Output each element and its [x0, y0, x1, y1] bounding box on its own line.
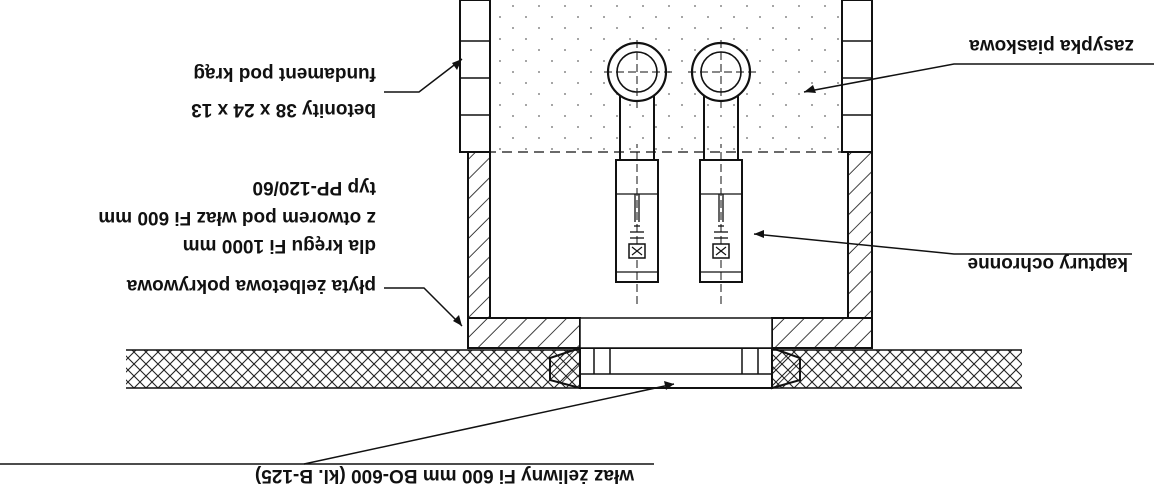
label-fundament: fundament pod krąg — [193, 63, 376, 84]
label-zasypka: zasypka piaskowa — [969, 35, 1134, 56]
leader-lines — [0, 58, 1154, 465]
shaft-walls — [467, 151, 873, 319]
sand-backfill — [490, 0, 848, 153]
leader-plyta — [384, 287, 463, 327]
label-betonity: betonity 38 x 24 x 13 — [191, 99, 376, 120]
label-plyta-3: z otworem pod właz Fi 600 mm — [98, 207, 376, 228]
leader-wlaz-arrow — [303, 383, 675, 465]
label-kaptury: kaptury ochronne — [968, 253, 1128, 274]
cover-slab — [467, 317, 873, 349]
leader-arrowheads — [452, 59, 816, 390]
protective-cap-left — [686, 36, 756, 304]
leader-zasypka — [803, 63, 1154, 93]
manhole-hatch — [549, 346, 801, 390]
label-wlaz: właz żeliwny Fi 600 mm BO-600 (kl. B-125… — [255, 465, 635, 484]
label-plyta-2: dla kręgu Fi 1000 mm — [183, 235, 376, 256]
label-plyta-4: typ PP-120/60 — [252, 177, 376, 198]
leader-fundament — [384, 58, 463, 93]
leader-kaptury — [753, 233, 1132, 255]
label-plyta: płyta żelbetowa pokrywowa — [126, 275, 376, 296]
protective-cap-right — [602, 36, 672, 304]
protective-caps — [602, 36, 756, 304]
concrete-blocks — [459, 0, 873, 153]
labels: fundament pod krąg betonity 38 x 24 x 13… — [98, 35, 1134, 484]
